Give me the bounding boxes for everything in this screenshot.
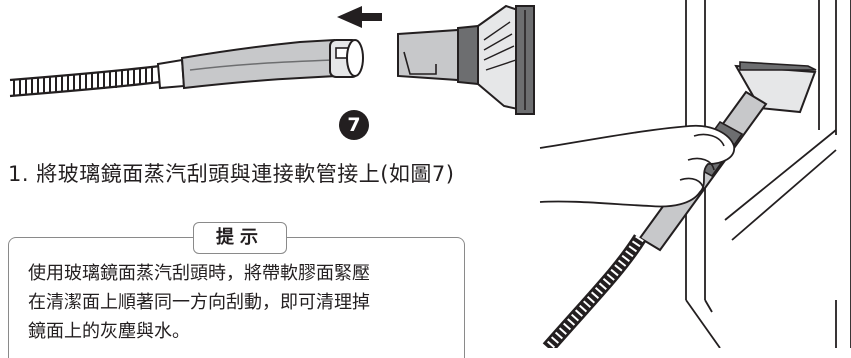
tip-line: 鏡面上的灰塵與水。 — [28, 321, 190, 342]
tip-line: 使用玻璃鏡面蒸汽刮頭時，將帶軟膠面緊壓 — [28, 263, 370, 284]
tip-body: 使用玻璃鏡面蒸汽刮頭時，將帶軟膠面緊壓 在清潔面上順著同一方向刮動，即可清理掉 … — [28, 259, 458, 346]
hose-illustration — [9, 38, 364, 98]
step-instruction: 1. 將玻璃鏡面蒸汽刮頭與連接軟管接上(如圖7) — [8, 162, 455, 186]
tip-line: 在清潔面上順著同一方向刮動，即可清理掉 — [28, 292, 370, 313]
hand-cleaning-window-illustration — [539, 0, 851, 348]
step-number-badge: 7 — [339, 110, 369, 140]
squeegee-attachment-illustration — [397, 4, 535, 115]
illustration-layer — [9, 0, 851, 348]
tip-label: 提示 — [193, 222, 287, 254]
arrow-left-icon — [337, 6, 382, 28]
